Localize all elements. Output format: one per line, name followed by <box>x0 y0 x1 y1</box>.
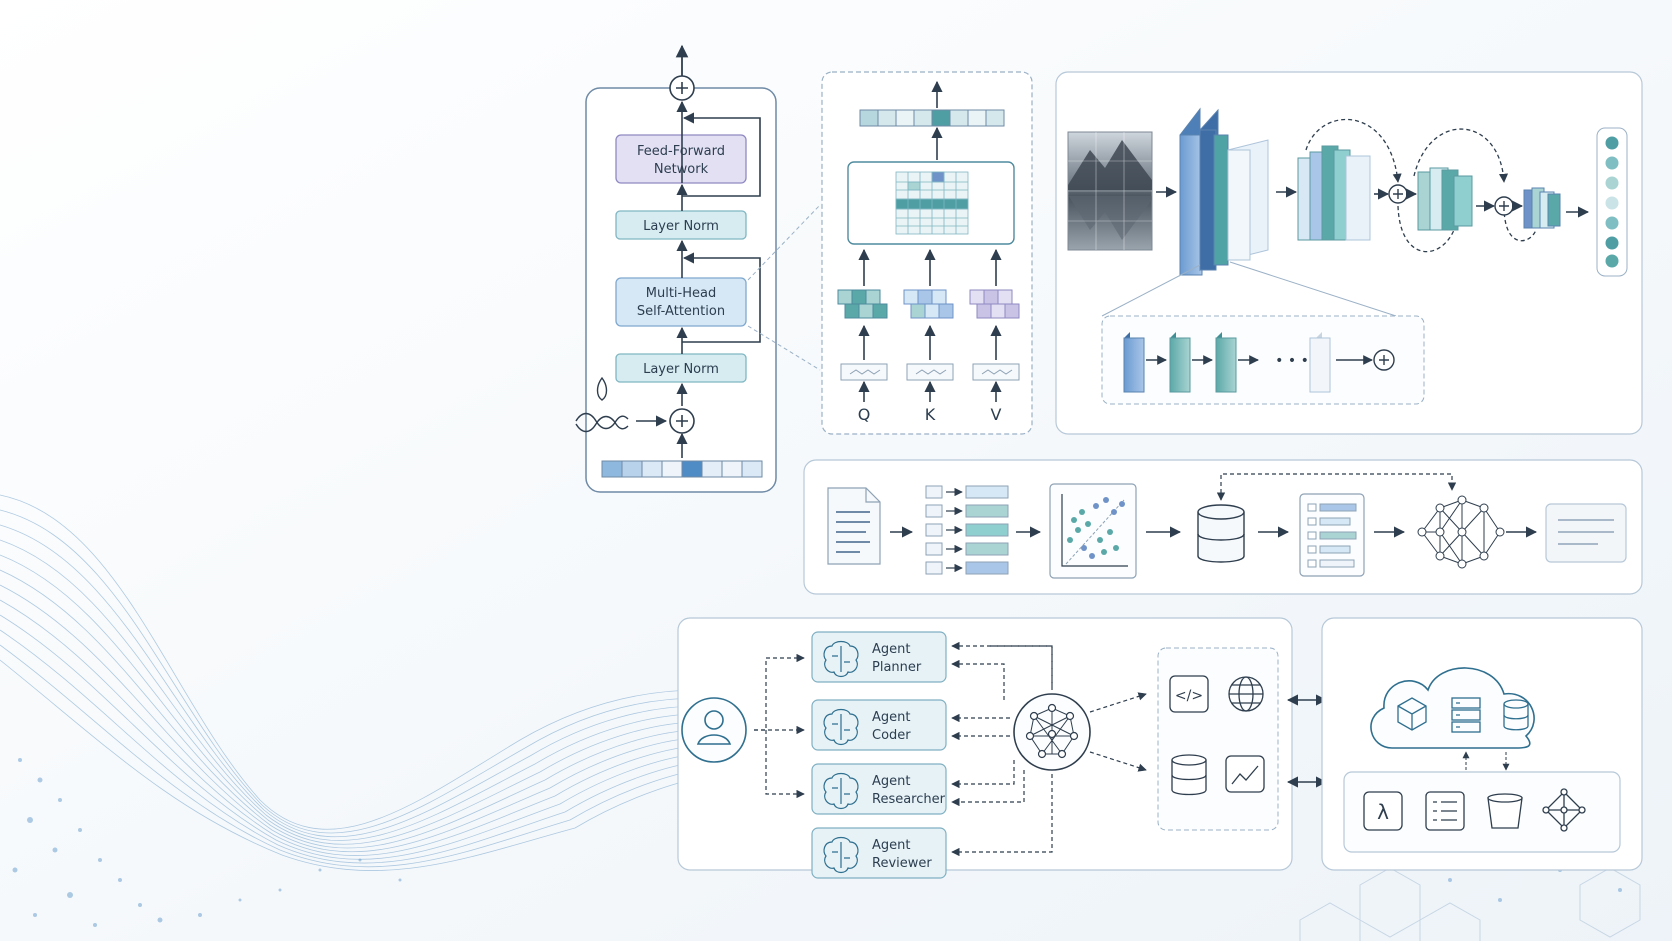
v-head-tensors <box>969 289 1020 319</box>
conv-layer-stack-1 <box>1179 107 1269 277</box>
ellipsis-text: • • • <box>1275 353 1309 369</box>
generated-output-icon <box>1545 503 1627 563</box>
k-projection <box>906 363 954 381</box>
agent-coder-label-1: Agent <box>872 710 910 725</box>
network-mesh-icon <box>1542 788 1586 832</box>
attention-panel: Q K V <box>821 71 1033 435</box>
decorative-waves <box>0 494 701 871</box>
lambda-symbol: λ <box>1377 800 1389 824</box>
document-icon <box>827 487 881 565</box>
output-vector <box>1596 127 1628 277</box>
brain-icon <box>823 772 859 810</box>
compute-cube-icon <box>1397 697 1427 731</box>
k-label: K <box>925 405 936 424</box>
q-label: Q <box>858 405 871 424</box>
agent-researcher-label-2: Researcher <box>872 792 946 807</box>
cloud-services-box <box>1343 771 1621 853</box>
agent-reviewer-card: Agent Reviewer <box>811 827 947 879</box>
layer-norm-top-label: Layer Norm <box>643 219 719 234</box>
cnn-panel: • • • <box>1055 71 1643 435</box>
agent-planner-label-2: Planner <box>872 660 922 675</box>
mountain-image <box>1067 131 1153 251</box>
user-icon <box>681 697 747 763</box>
bucket-storage-icon <box>1487 793 1523 829</box>
embedding-scatter-icon <box>1049 483 1137 579</box>
layer-detail-sequence: • • • <box>1123 332 1395 393</box>
agent-planner-card: Agent Planner <box>811 631 947 683</box>
conv-layer-stack-4 <box>1523 187 1561 229</box>
v-projection <box>972 363 1020 381</box>
code-symbol: </> <box>1175 688 1203 704</box>
data-pipeline-panel <box>803 459 1643 595</box>
multi-head-attention-box <box>615 277 747 327</box>
layer-norm-bottom-label: Layer Norm <box>643 362 719 377</box>
layer-norm-bottom-box <box>615 353 747 383</box>
retrieval-results-icon <box>1299 493 1365 577</box>
neural-network-icon <box>1417 495 1505 569</box>
agent-coder-label-2: Coder <box>872 728 911 743</box>
ffn-label-1: Feed-Forward <box>637 144 725 159</box>
globe-tool-icon <box>1228 676 1264 712</box>
conv-layer-stack-2 <box>1297 145 1371 241</box>
server-rack-icon <box>1451 697 1481 733</box>
vector-database-icon <box>1197 504 1245 563</box>
agent-reviewer-label-2: Reviewer <box>872 856 932 871</box>
multi-agent-panel: Agent Planner Agent Coder Agent Research… <box>677 617 1328 879</box>
queue-list-icon <box>1425 791 1465 831</box>
q-head-tensors <box>837 289 888 319</box>
agent-researcher-label-1: Agent <box>872 774 910 789</box>
mhsa-label-2: Self-Attention <box>637 304 725 319</box>
chart-tool-icon <box>1225 755 1265 793</box>
feed-forward-box <box>615 134 747 184</box>
code-tool-icon: </> <box>1169 675 1209 713</box>
agent-reviewer-label-1: Agent <box>872 838 910 853</box>
database-tool-icon <box>1171 754 1207 796</box>
storage-cylinder-icon <box>1503 699 1529 731</box>
agent-researcher-card: Agent Researcher <box>811 763 947 815</box>
tokenization-icon <box>925 485 1009 575</box>
decorative-dots <box>12 758 1622 927</box>
brain-icon <box>823 640 859 678</box>
agent-planner-label-1: Agent <box>872 642 910 657</box>
transformer-block: Feed-Forward Network Layer Norm Multi-He… <box>575 44 821 493</box>
positional-encoding-icon <box>575 376 629 433</box>
conv-layer-stack-3 <box>1417 167 1473 231</box>
brain-icon <box>823 708 859 746</box>
tools-box <box>1157 647 1279 831</box>
k-head-tensors <box>903 289 954 319</box>
agent-coder-card: Agent Coder <box>811 699 947 751</box>
input-token-row <box>601 460 763 478</box>
attention-matrix <box>895 171 969 235</box>
lambda-function-icon: λ <box>1363 791 1403 831</box>
q-projection <box>840 363 888 381</box>
mhsa-label-1: Multi-Head <box>646 286 716 301</box>
layer-norm-top-box <box>615 210 747 240</box>
v-label: V <box>991 405 1002 424</box>
orchestrator-hub-icon <box>1013 693 1091 771</box>
brain-icon <box>823 836 859 874</box>
cloud-panel: λ <box>1321 617 1643 871</box>
